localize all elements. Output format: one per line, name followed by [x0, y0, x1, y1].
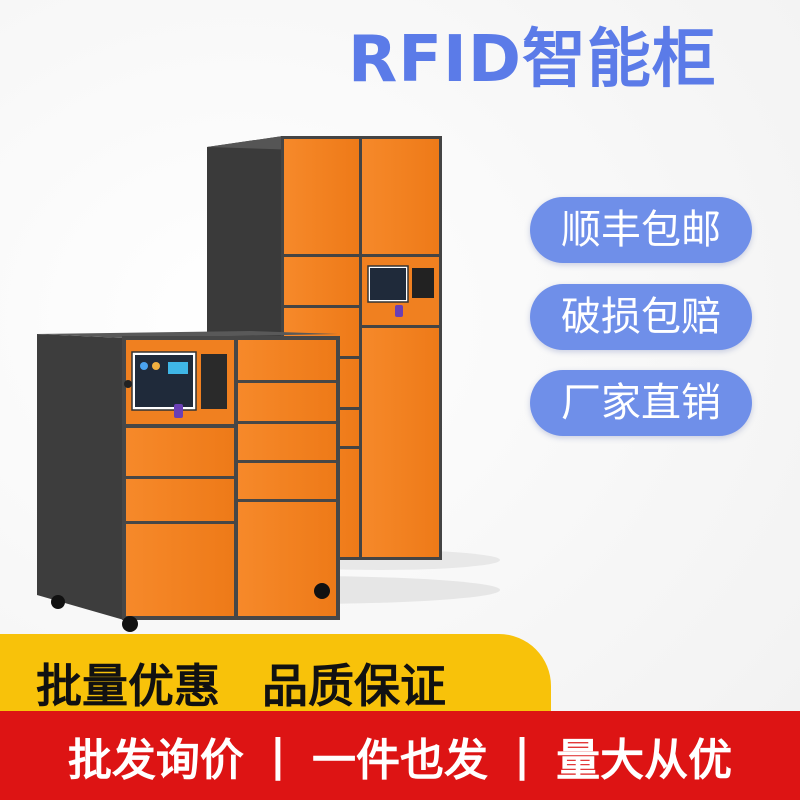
tall-locker-door	[284, 139, 359, 254]
badge-free-shipping: 顺丰包邮	[530, 197, 752, 263]
promo-volume-better: 量大从优	[556, 734, 733, 786]
caster-wheel	[314, 583, 330, 599]
promo-single-piece: 一件也发	[312, 734, 488, 786]
badge-factory-direct: 厂家直销	[530, 370, 752, 436]
promo-bulk-discount: 批量优惠	[36, 659, 220, 713]
scanner-icon	[395, 305, 403, 317]
short-locker-door	[238, 424, 336, 460]
short-locker-door	[238, 463, 336, 499]
promo-wholesale-inquiry: 批发询价	[67, 734, 244, 786]
separator: |	[514, 730, 531, 781]
card-reader	[201, 354, 227, 409]
tall-locker-door	[362, 328, 439, 557]
tall-locker-door	[284, 257, 359, 305]
badge-damage-guarantee: 破损包赔	[530, 284, 752, 350]
scanner-icon	[174, 404, 183, 418]
short-locker	[37, 331, 340, 632]
promo-banner-red: 批发询价 | 一件也发 | 量大从优	[0, 711, 800, 800]
promo-quality-guarantee: 品质保证	[262, 659, 446, 713]
caster-wheel	[122, 616, 138, 632]
short-locker-top	[37, 331, 338, 338]
separator: |	[269, 730, 286, 781]
screen-display	[370, 268, 406, 300]
card-reader	[412, 268, 434, 298]
short-locker-door	[126, 428, 234, 476]
screen-app-icon	[140, 362, 148, 370]
screen-banner	[168, 362, 188, 374]
product-title: RFID智能柜	[348, 23, 717, 97]
short-locker-door	[238, 383, 336, 421]
short-locker-door	[126, 479, 234, 521]
keyhole	[124, 380, 132, 388]
screen-app-icon	[152, 362, 160, 370]
short-locker-door	[238, 340, 336, 380]
caster-wheel	[51, 595, 65, 609]
short-locker-door	[126, 524, 234, 616]
short-locker-side	[37, 334, 124, 620]
tall-locker-door	[362, 139, 439, 254]
